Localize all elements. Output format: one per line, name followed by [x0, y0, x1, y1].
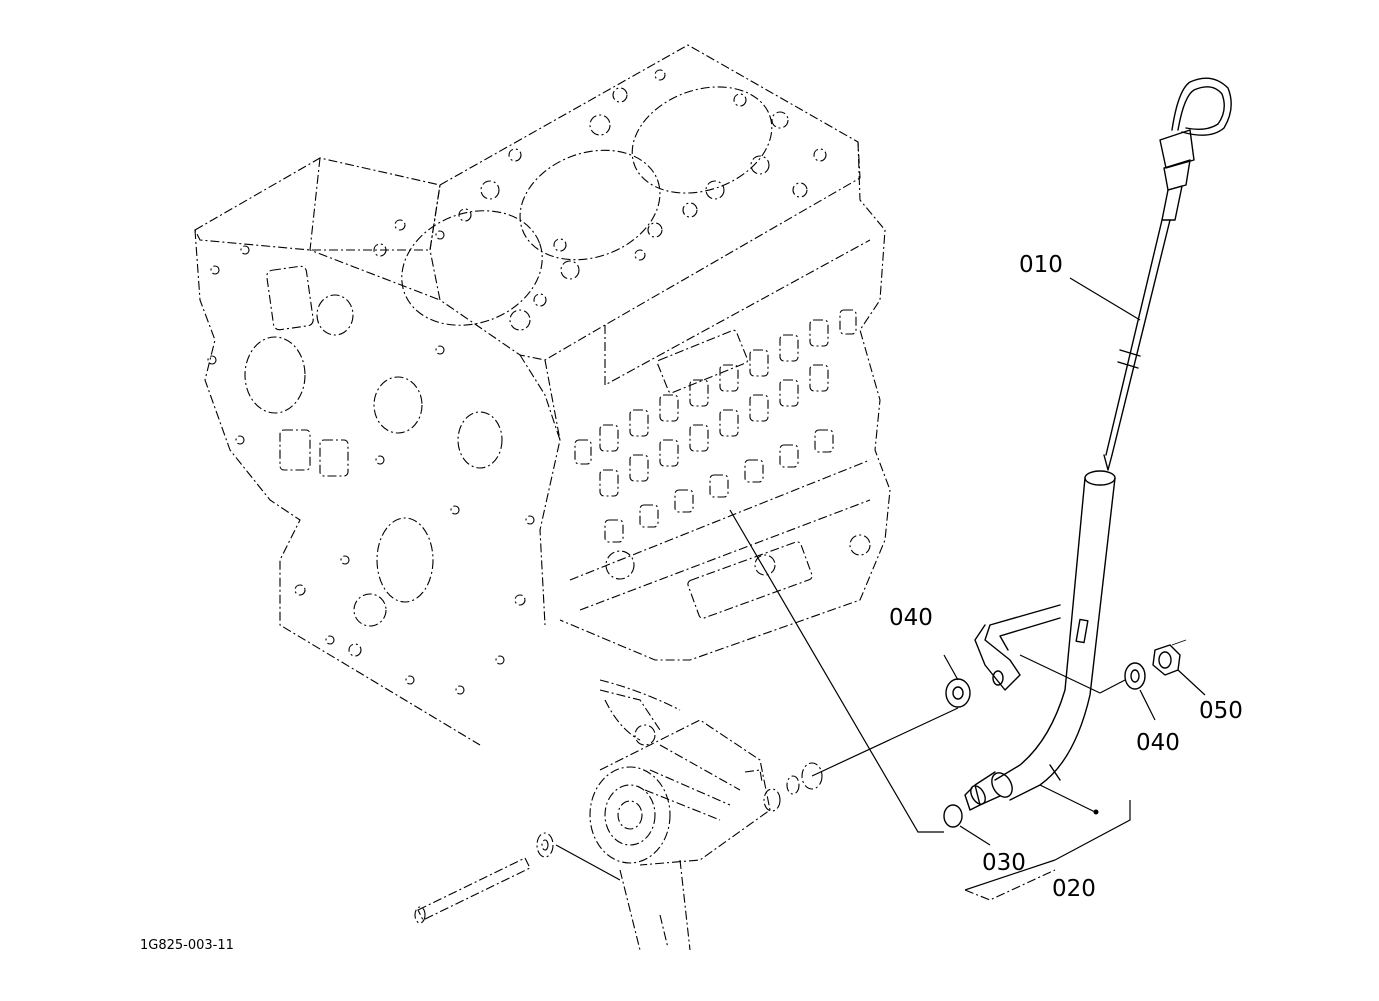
deck-holes: [373, 69, 827, 331]
callout-020: 020: [1052, 876, 1096, 902]
drawing-code: 1G825-003-11: [140, 938, 234, 953]
callout-040-lower: 040: [1136, 730, 1180, 756]
callout-010: 010: [1019, 252, 1063, 278]
gear-case-bolt-holes: [207, 245, 535, 695]
callout-030: 030: [982, 850, 1026, 876]
callout-040-upper: 040: [889, 605, 933, 631]
alternator-phantom: [589, 679, 771, 951]
dipstick-010[interactable]: [1103, 77, 1232, 471]
nut-050[interactable]: [1152, 639, 1187, 676]
mounting-bolt-phantom: [414, 762, 823, 924]
engine-block-phantom: [194, 44, 891, 746]
leader-lines: [555, 277, 1206, 901]
guide-tube-020[interactable]: [964, 470, 1116, 811]
washer-040-lower[interactable]: [1124, 662, 1146, 690]
callout-050: 050: [1199, 698, 1243, 724]
block-side-openings: [569, 309, 871, 619]
washer-040-upper[interactable]: [945, 678, 971, 708]
o-ring-030[interactable]: [943, 804, 963, 828]
